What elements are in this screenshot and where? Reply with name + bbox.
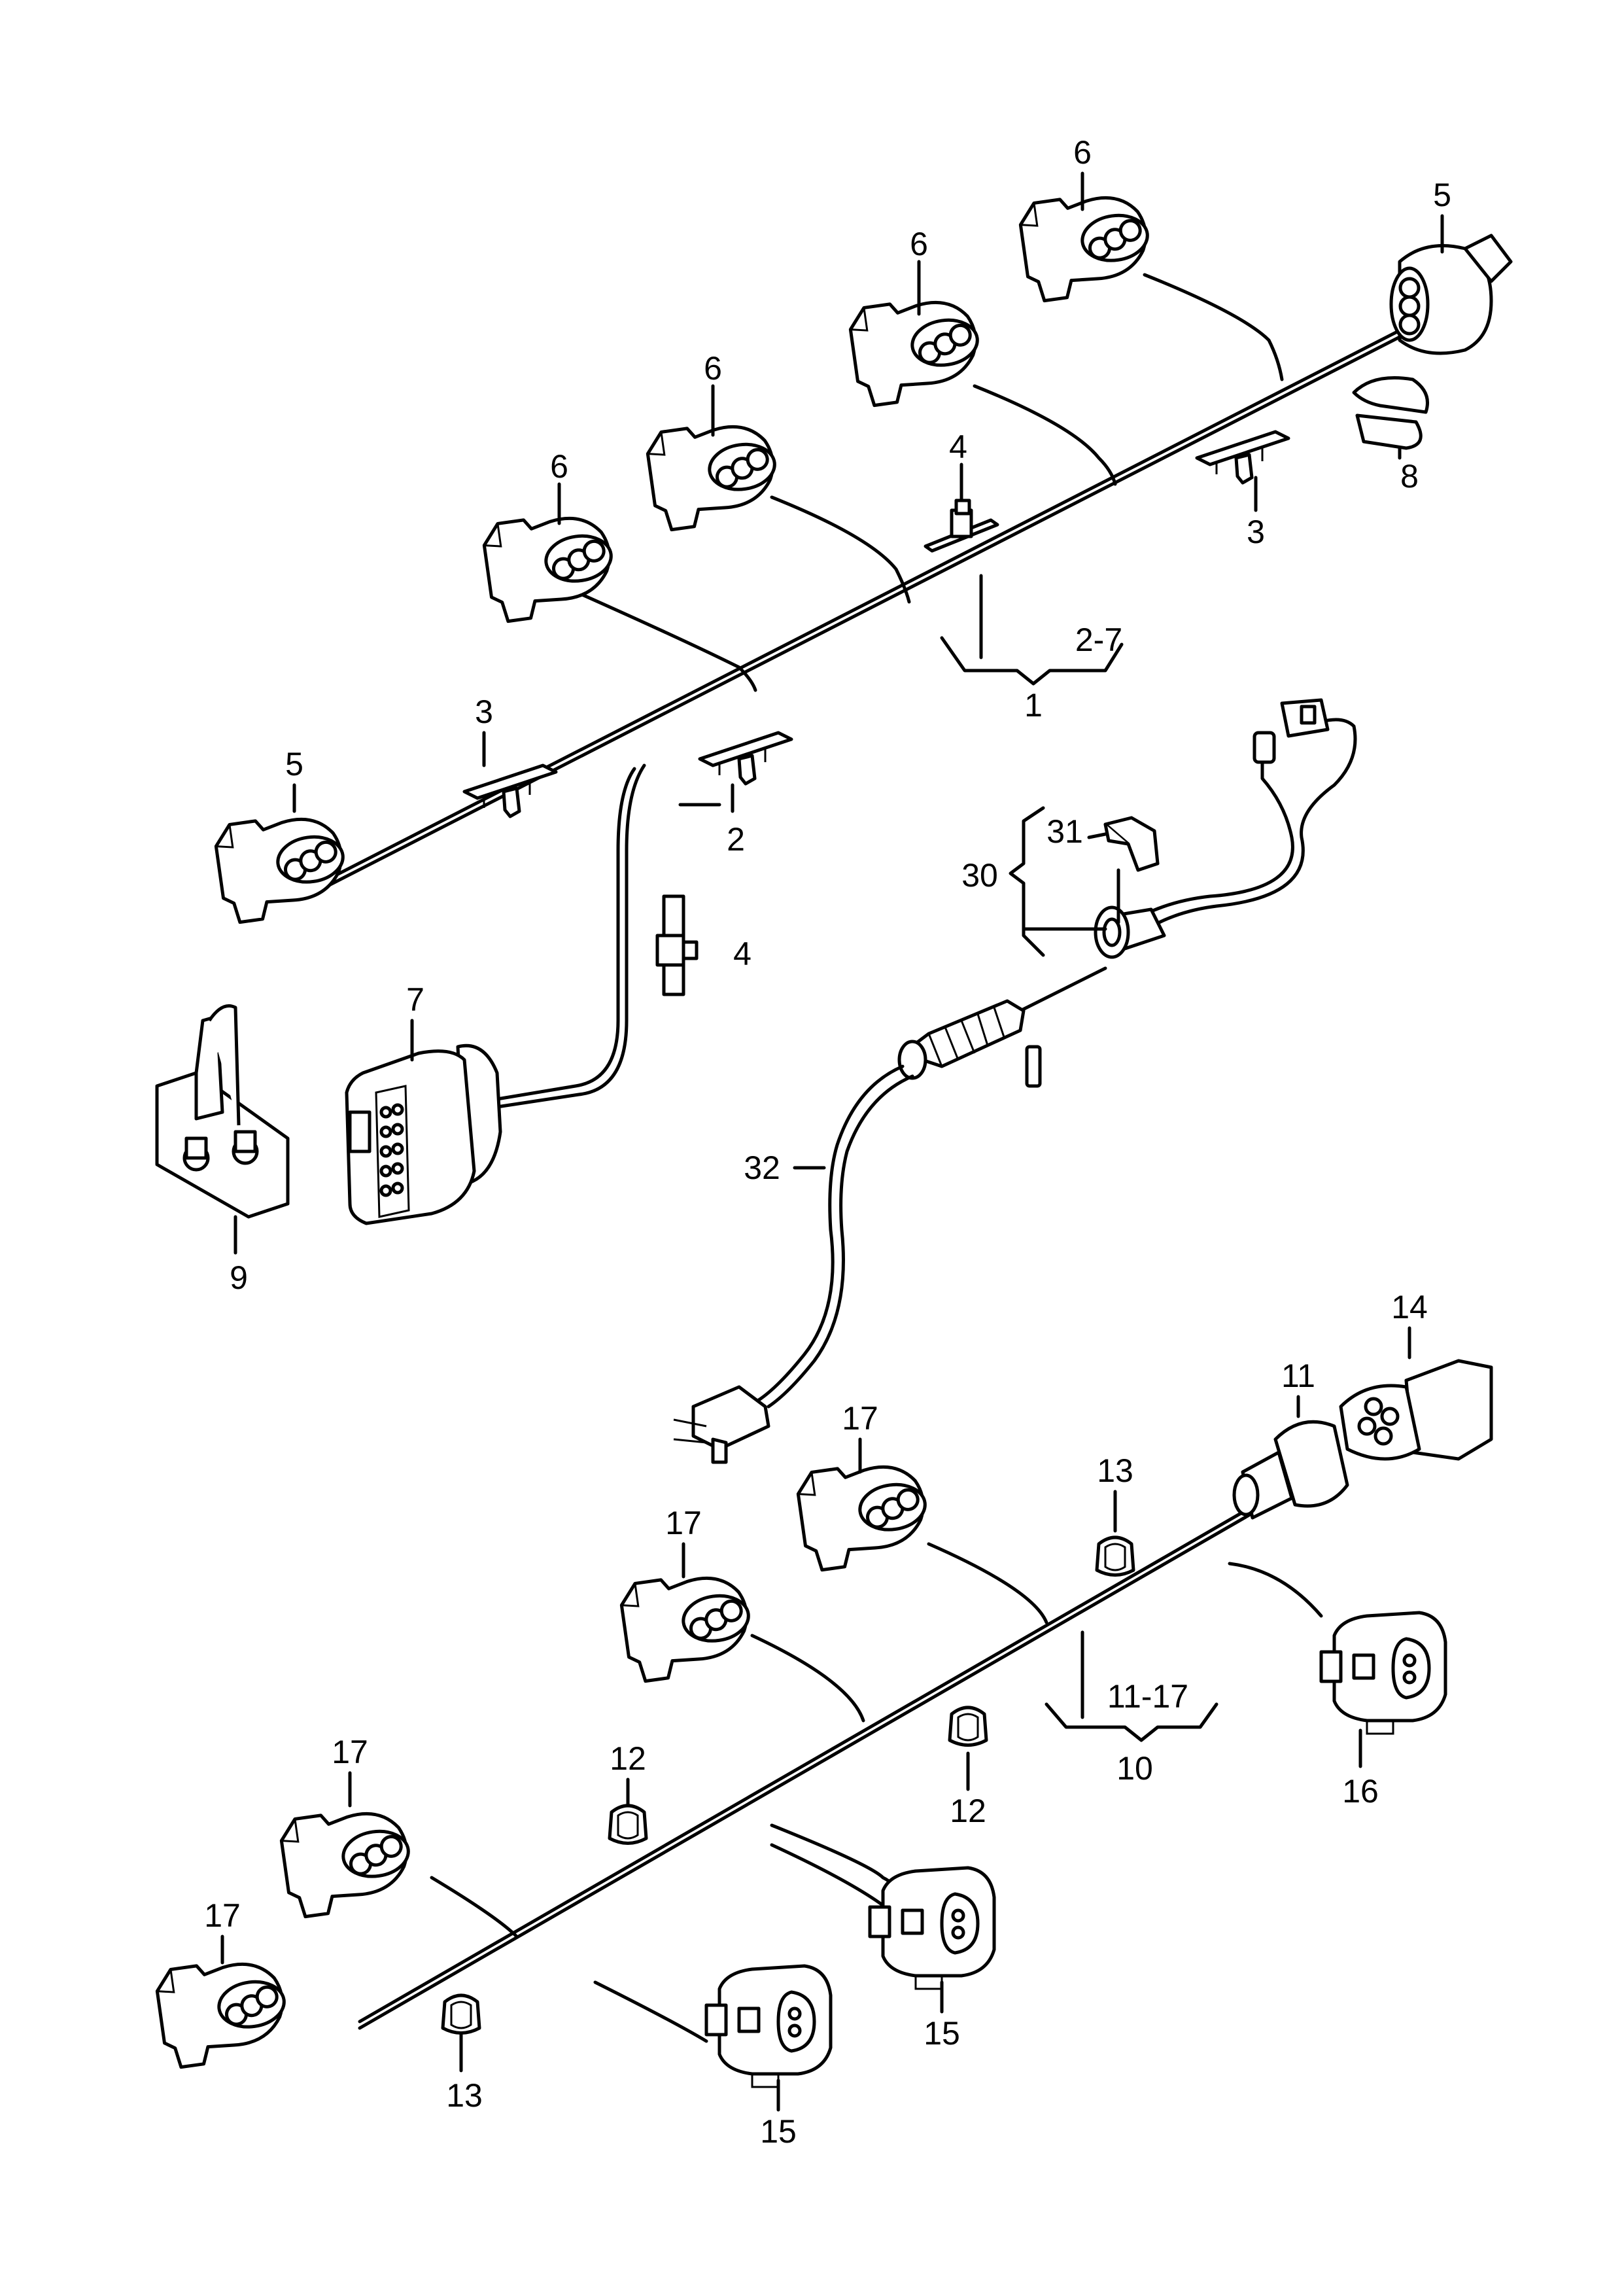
label-15-lower: 15: [760, 2113, 797, 2150]
holder-4-lower: [655, 894, 699, 996]
label-3-right: 3: [1247, 514, 1265, 550]
label-1: 1: [1024, 687, 1043, 724]
connector-11: [1232, 1420, 1349, 1520]
label-13-lower: 13: [446, 2077, 483, 2114]
label-17a: 17: [842, 1400, 878, 1437]
label-4-lower: 4: [733, 936, 752, 972]
connector-5-right: [1389, 234, 1513, 355]
label-16: 16: [1342, 1773, 1379, 1810]
clip-13-lower: [443, 1995, 479, 2033]
label-8: 8: [1400, 458, 1419, 495]
label-6b: 6: [910, 226, 928, 262]
sensor-assembly: [673, 698, 1357, 1464]
label-11-17: 11-17: [1107, 1678, 1188, 1715]
label-11: 11: [1281, 1358, 1315, 1394]
branch-wire: [567, 587, 757, 692]
label-5-left: 5: [285, 746, 303, 782]
label-12-right: 12: [950, 1793, 986, 1829]
label-7: 7: [406, 981, 424, 1018]
label-13-upper: 13: [1097, 1452, 1133, 1489]
label-10: 10: [1116, 1750, 1153, 1787]
grommet-8: [1352, 376, 1429, 450]
label-17c: 17: [332, 1734, 368, 1770]
label-30: 30: [961, 857, 998, 894]
leader-lines: [220, 171, 1444, 2112]
label-6a: 6: [1073, 134, 1092, 171]
callout-labels: 6 6 6 6 5 5 8 4 4 3 3 2-7 1 2 7 9 31 30 …: [204, 134, 1451, 2150]
label-17b: 17: [665, 1505, 702, 1541]
connector-6a: [1018, 188, 1154, 302]
bracket-9: [155, 1004, 290, 1219]
connector-6b: [848, 292, 984, 407]
label-17d: 17: [204, 1897, 241, 1934]
label-3-left: 3: [475, 693, 493, 730]
connector-5-left: [213, 809, 350, 924]
connector-14: [1339, 1359, 1493, 1461]
connector-17d: [154, 1954, 291, 2069]
connector-15-upper: [870, 1868, 994, 1989]
label-9: 9: [230, 1259, 248, 1296]
label-15-upper: 15: [924, 2015, 960, 2052]
label-5-right: 5: [1433, 177, 1451, 213]
label-32: 32: [744, 1149, 780, 1186]
clip-3-right: [1197, 432, 1288, 483]
label-4-upper: 4: [949, 429, 967, 465]
connector-17c: [279, 1804, 415, 1918]
connector-16: [1321, 1613, 1445, 1734]
label-31: 31: [1046, 813, 1083, 850]
lower-harness: [358, 1503, 1323, 2043]
connector-6d: [481, 508, 618, 623]
clip-12-right: [950, 1708, 986, 1745]
trunk-wire: [305, 325, 1408, 892]
label-14: 14: [1391, 1289, 1428, 1325]
clip-12-left: [610, 1806, 646, 1844]
upper-harness: [305, 273, 1408, 1109]
label-2-7: 2-7: [1075, 622, 1122, 658]
connector-17a: [795, 1457, 932, 1571]
label-6c: 6: [704, 350, 722, 387]
clip-2: [700, 733, 791, 784]
connector-15-lower: [706, 1966, 831, 2087]
label-2: 2: [727, 821, 745, 858]
connector-7: [345, 1043, 502, 1225]
label-6d: 6: [550, 448, 568, 485]
connector-17b: [619, 1568, 755, 1683]
label-12-left: 12: [610, 1740, 646, 1777]
clip-13-upper: [1097, 1537, 1133, 1575]
